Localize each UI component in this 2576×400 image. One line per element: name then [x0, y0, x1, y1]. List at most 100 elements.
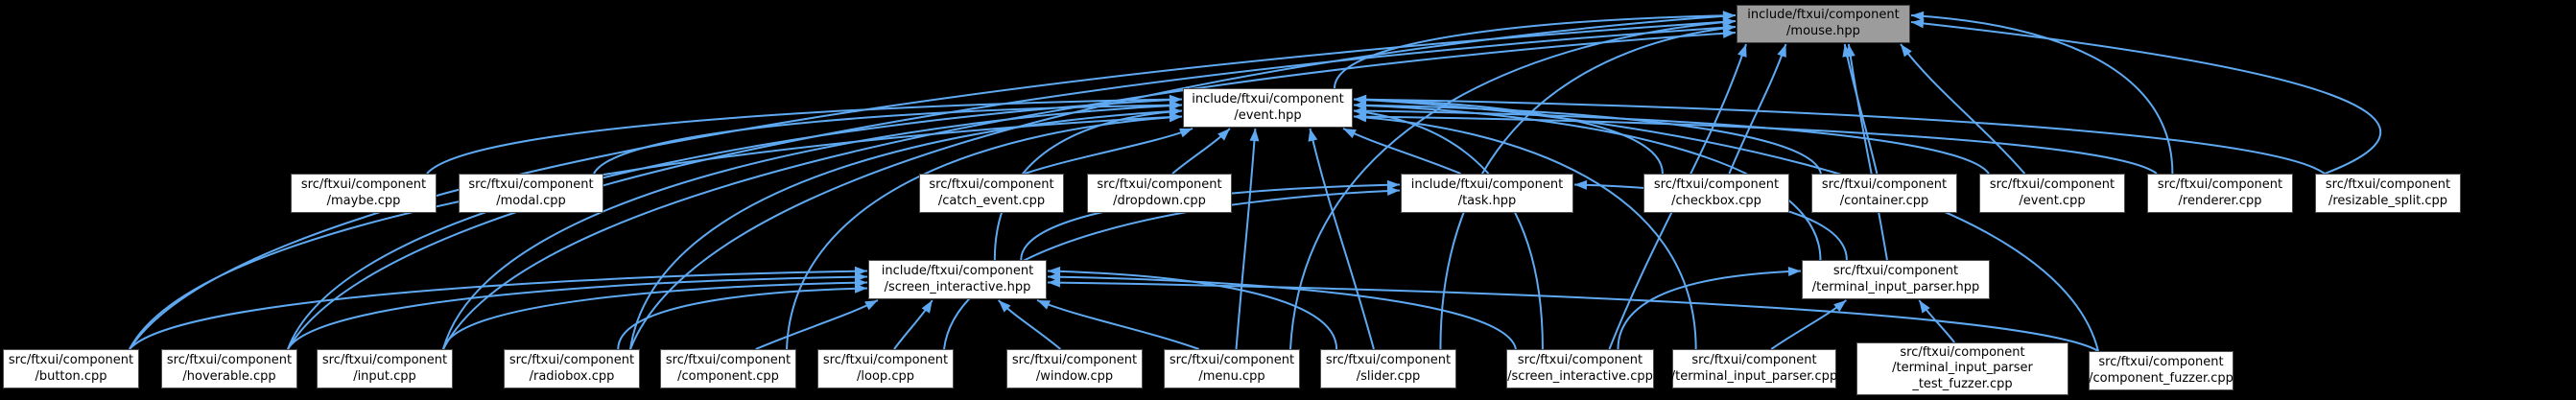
node-label-line: /event.hpp — [1234, 107, 1302, 123]
arrowhead-icon — [1842, 44, 1853, 58]
node-label-line: /slider.cpp — [1356, 368, 1421, 384]
node-label-line: /component_fuzzer.cpp — [2089, 370, 2233, 386]
node-label-line: src/ftxui/component — [1832, 263, 1959, 278]
graph-node-menu-cpp[interactable]: src/ftxui/component/menu.cpp — [1164, 349, 1300, 388]
graph-node-slider-cpp[interactable]: src/ftxui/component/slider.cpp — [1320, 349, 1456, 388]
node-label-line: src/ftxui/component — [1989, 176, 2115, 192]
edge-event_cpp-to-mouse_hpp — [1900, 43, 2026, 175]
node-label-line: _test_fuzzer.cpp — [1912, 376, 2013, 391]
node-label-line: include/ftxui/component — [1410, 176, 1564, 192]
edge-resizable_split_cpp-to-mouse_hpp — [1910, 21, 2382, 175]
node-label-line: src/ftxui/component — [468, 176, 594, 192]
edge-input_cpp-to-screen_interactive_hpp — [442, 281, 868, 350]
node-label-line: src/ftxui/component — [300, 176, 427, 192]
node-label-line: include/ftxui/component — [1192, 91, 1344, 106]
graph-node-event-cpp[interactable]: src/ftxui/component/event.cpp — [1979, 174, 2125, 213]
graph-node-component-cpp[interactable]: src/ftxui/component/component.cpp — [660, 349, 796, 388]
edge-screen_interactive_hpp-to-event_hpp — [993, 109, 1183, 261]
node-label-line: src/ftxui/component — [166, 352, 293, 367]
edge-screen_interactive_cpp-to-terminal_input_parser_hpp — [1617, 270, 1802, 350]
edge-resizable_split_cpp-to-event_hpp — [1353, 98, 2326, 175]
node-label-line: src/ftxui/component — [2098, 354, 2224, 369]
graph-node-radiobox-cpp[interactable]: src/ftxui/component/radiobox.cpp — [504, 349, 640, 388]
edge-screen_interactive_cpp-to-screen_interactive_hpp — [1047, 275, 1517, 350]
arrowhead-icon — [1169, 112, 1182, 123]
node-label-line: src/ftxui/component — [2325, 176, 2451, 192]
graph-node-maybe-cpp[interactable]: src/ftxui/component/maybe.cpp — [291, 174, 437, 213]
arrowhead-icon — [1308, 129, 1318, 142]
edge-hoverable_cpp-to-mouse_hpp — [287, 26, 1737, 350]
arrowhead-icon — [1048, 277, 1061, 288]
graph-node-input-cpp[interactable]: src/ftxui/component/input.cpp — [317, 349, 453, 388]
graph-node-terminal-input-parser-hpp[interactable]: src/ftxui/component/terminal_input_parse… — [1802, 260, 1990, 299]
graph-node-hoverable-cpp[interactable]: src/ftxui/component/hoverable.cpp — [161, 349, 297, 388]
node-label-line: /task.hpp — [1457, 193, 1517, 208]
graph-node-screen-interactive-hpp[interactable]: include/ftxui/component/screen_interacti… — [868, 260, 1047, 299]
edge-component_cpp-to-screen_interactive_hpp — [755, 299, 879, 350]
edge-input_cpp-to-mouse_hpp — [442, 32, 1737, 350]
arrowhead-icon — [1787, 266, 1801, 276]
graph-node-container-cpp[interactable]: src/ftxui/component/container.cpp — [1811, 174, 1957, 213]
edge-menu_cpp-to-event_hpp — [1235, 128, 1257, 350]
graph-node-terminal-input-parser-test-fuzzer-cpp[interactable]: src/ftxui/component/terminal_input_parse… — [1856, 342, 2068, 395]
node-label-line: /loop.cpp — [857, 368, 914, 384]
node-label-line: /terminal_input_parser.hpp — [1811, 279, 1980, 294]
edge-terminal_input_parser_hpp-to-mouse_hpp — [1847, 43, 1888, 261]
edge-slider_cpp-to-screen_interactive_hpp — [1047, 270, 1338, 350]
arrowhead-icon — [864, 300, 878, 311]
graph-node-dropdown-cpp[interactable]: src/ftxui/component/dropdown.cpp — [1087, 174, 1232, 213]
node-label-line: src/ftxui/component — [1900, 344, 2025, 360]
graph-node-terminal-input-parser-cpp[interactable]: src/ftxui/component/terminal_input_parse… — [1671, 349, 1837, 388]
graph-node-button-cpp[interactable]: src/ftxui/component/button.cpp — [3, 349, 139, 388]
graph-node-screen-interactive-cpp[interactable]: src/ftxui/component/screen_interactive.c… — [1506, 349, 1654, 388]
graph-node-checkbox-cpp[interactable]: src/ftxui/component/checkbox.cpp — [1643, 174, 1789, 213]
node-label-line: src/ftxui/component — [1011, 352, 1138, 367]
arrowhead-icon — [1777, 44, 1786, 58]
edge-terminal_input_parser_cpp-to-event_hpp — [1353, 115, 1697, 350]
arrowhead-icon — [921, 300, 933, 314]
arrowhead-icon — [1833, 300, 1847, 313]
node-label-line: /window.cpp — [1035, 368, 1114, 384]
graph-node-task-hpp[interactable]: include/ftxui/component/task.hpp — [1401, 174, 1573, 213]
node-label-line: src/ftxui/component — [1097, 176, 1222, 192]
node-label-line: /screen_interactive.hpp — [884, 279, 1031, 294]
arrowhead-icon — [854, 283, 867, 294]
graph-node-renderer-cpp[interactable]: src/ftxui/component/renderer.cpp — [2147, 174, 2293, 213]
node-label-line: src/ftxui/component — [1169, 352, 1295, 367]
edge-screen_interactive_cpp-to-event_hpp — [1353, 109, 1544, 350]
graph-node-event-hpp[interactable]: include/ftxui/component/event.hpp — [1183, 88, 1353, 128]
arrowhead-icon — [1919, 300, 1930, 314]
node-label-line: /catch_event.cpp — [937, 193, 1046, 208]
node-label-line: /mouse.hpp — [1786, 24, 1860, 38]
edge-renderer_cpp-to-mouse_hpp — [1910, 14, 2174, 175]
graph-node-component-fuzzer-cpp[interactable]: src/ftxui/component/component_fuzzer.cpp — [2089, 351, 2233, 390]
node-label-line: /screen_interactive.cpp — [1507, 368, 1653, 384]
edge-loop_cpp-to-task_hpp — [943, 189, 1401, 350]
graph-node-loop-cpp[interactable]: src/ftxui/component/loop.cpp — [817, 349, 954, 388]
edge-hoverable_cpp-to-event_hpp — [287, 98, 1183, 350]
node-label-line: src/ftxui/component — [1821, 176, 1948, 192]
node-label-line: src/ftxui/component — [1691, 352, 1817, 367]
node-label-line: src/ftxui/component — [665, 352, 792, 367]
node-label-line: /renderer.cpp — [2178, 193, 2262, 208]
node-label-line: src/ftxui/component — [321, 352, 448, 367]
edge-hoverable_cpp-to-screen_interactive_hpp — [287, 275, 868, 350]
node-label-line: /button.cpp — [35, 368, 107, 384]
arrowhead-icon — [1386, 186, 1400, 197]
node-label-line: src/ftxui/component — [822, 352, 949, 367]
node-label-line: /terminal_input_parser — [1892, 361, 2033, 376]
node-label-line: /menu.cpp — [1198, 368, 1265, 384]
arrowhead-icon — [1037, 300, 1051, 310]
graph-node-resizable-split-cpp[interactable]: src/ftxui/component/resizable_split.cpp — [2315, 174, 2461, 213]
edge-input_cpp-to-event_hpp — [442, 104, 1183, 350]
edge-renderer_cpp-to-event_hpp — [1353, 115, 2158, 175]
graph-node-catch-event-cpp[interactable]: src/ftxui/component/catch_event.cpp — [919, 174, 1064, 213]
graph-node-window-cpp[interactable]: src/ftxui/component/window.cpp — [1006, 349, 1143, 388]
node-label-line: /input.cpp — [353, 368, 416, 384]
edge-event_cpp-to-event_hpp — [1353, 109, 1990, 175]
arrowhead-icon — [1901, 44, 1912, 58]
graph-node-modal-cpp[interactable]: src/ftxui/component/modal.cpp — [459, 174, 603, 213]
edge-slider_cpp-to-event_hpp — [1309, 128, 1375, 350]
graph-node-mouse-hpp[interactable]: include/ftxui/component/mouse.hpp — [1737, 5, 1910, 43]
